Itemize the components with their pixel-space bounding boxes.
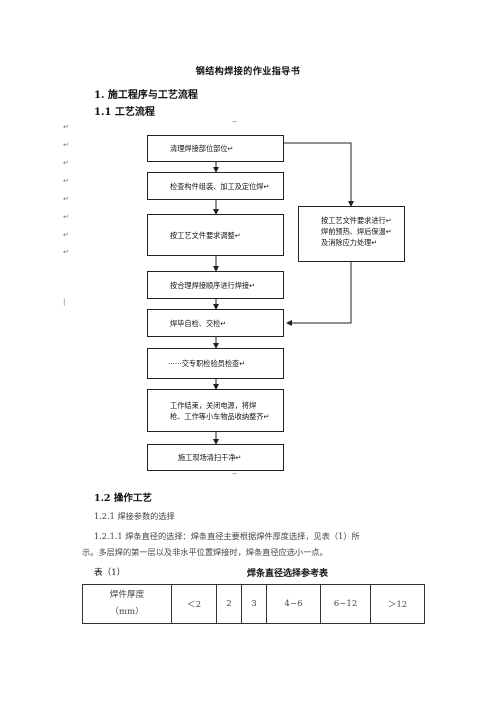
- flow-step-cleanup-tools: 工作结束，关闭电源，将焊 枪、工作等小车物品收纳整齐↵: [147, 389, 284, 432]
- side-box-line: 焊前预热、焊后保温↵: [321, 227, 392, 236]
- flow-step-label: 检查构件组装、加工及定位焊↵: [170, 181, 270, 191]
- flow-step-site-clean: 施工现场清扫干净↵: [147, 444, 284, 471]
- table-cell: 6~12: [320, 584, 371, 624]
- flow-step-label: 按合理焊接顺序进行焊接↵: [170, 280, 256, 290]
- tick-mark-top: −: [232, 118, 238, 126]
- paragraph-mark: ↵: [63, 177, 69, 185]
- table-header-text: 焊件厚度 （mm）: [109, 590, 145, 617]
- flow-step-label: ······交专职检验员检查↵: [168, 359, 246, 368]
- flow-step-weld: 按合理焊接顺序进行焊接↵: [147, 271, 284, 299]
- table-cell: ＜2: [171, 584, 217, 624]
- side-box-preheat: 按工艺文件要求进行↵ 焊前预热、焊后保温↵ 及消除应力处理↵: [298, 206, 405, 262]
- loop-line-bottom: [286, 262, 352, 326]
- para-welding-params: 1.2.1 焊接参数的选择: [94, 511, 175, 521]
- paragraph-mark: ↵: [63, 231, 69, 239]
- table-row: 焊件厚度 （mm） ＜2 2 3 4~6 6~12 ＞12: [82, 584, 425, 624]
- table-header-cell: 焊件厚度 （mm）: [82, 584, 172, 624]
- electrode-selection-table: 焊件厚度 （mm） ＜2 2 3 4~6 6~12 ＞12: [82, 584, 425, 624]
- para-electrode-diameter: 1.2.1.1 焊条直径的选择：焊条直径主要根据焊件厚度选择，见表（1）所: [94, 531, 360, 541]
- heading-process-flow: 1.1 工艺流程: [94, 107, 155, 118]
- flow-step-clean: 清理焊接部位部位↵: [147, 135, 284, 162]
- table-cell: 4~6: [266, 584, 321, 624]
- table-cell: 2: [216, 584, 242, 624]
- table-title: 焊条直径选择参考表: [247, 569, 329, 579]
- paragraph-mark: ↵: [63, 123, 69, 131]
- side-box-line: 按工艺文件要求进行↵: [321, 216, 392, 225]
- paragraph-mark-pipe: |: [63, 298, 66, 306]
- heading-operation-process: 1.2 操作工艺: [94, 493, 152, 504]
- flow-step-label: 工作结束，关闭电源，将焊 枪、工作等小车物品收纳整齐↵: [170, 400, 270, 421]
- table-cell: ＞12: [370, 584, 425, 624]
- paragraph-mark: ↵: [63, 248, 69, 256]
- para-electrode-diameter-cont: 示。多层焊的第一层以及非水平位置焊接时，焊条直径应选小一点。: [82, 547, 328, 557]
- flow-step-adjust: 按工艺文件要求调整↵: [147, 214, 284, 256]
- paragraph-mark: ↵: [63, 195, 69, 203]
- flow-step-label: 清理焊接部位部位↵: [170, 144, 234, 153]
- paragraph-mark: ↵: [63, 159, 69, 167]
- heading-construction-procedure: 1. 施工程序与工艺流程: [94, 90, 198, 101]
- flow-step-inspector: ······交专职检验员检查↵: [147, 348, 284, 379]
- loop-line-top: [284, 142, 354, 207]
- paragraph-mark: ↵: [63, 213, 69, 221]
- document-title: 钢结构焊接的作业指导书: [195, 67, 301, 77]
- flow-step-selfcheck: 焊毕自检、交检↵: [147, 309, 284, 337]
- table-caption: 表（1）: [94, 568, 126, 578]
- table-cell: 3: [241, 584, 267, 624]
- side-box-line: 及消除应力处理↵: [321, 238, 378, 247]
- tick-mark-bottom: −: [232, 470, 238, 478]
- flow-step-label: 施工现场清扫干净↵: [178, 453, 242, 462]
- flow-step-label: 焊毕自检、交检↵: [170, 318, 227, 328]
- paragraph-mark: ↵: [63, 141, 69, 149]
- flow-step-inspect: 检查构件组装、加工及定位焊↵: [147, 172, 284, 200]
- flow-step-label: 按工艺文件要求调整↵: [170, 230, 241, 240]
